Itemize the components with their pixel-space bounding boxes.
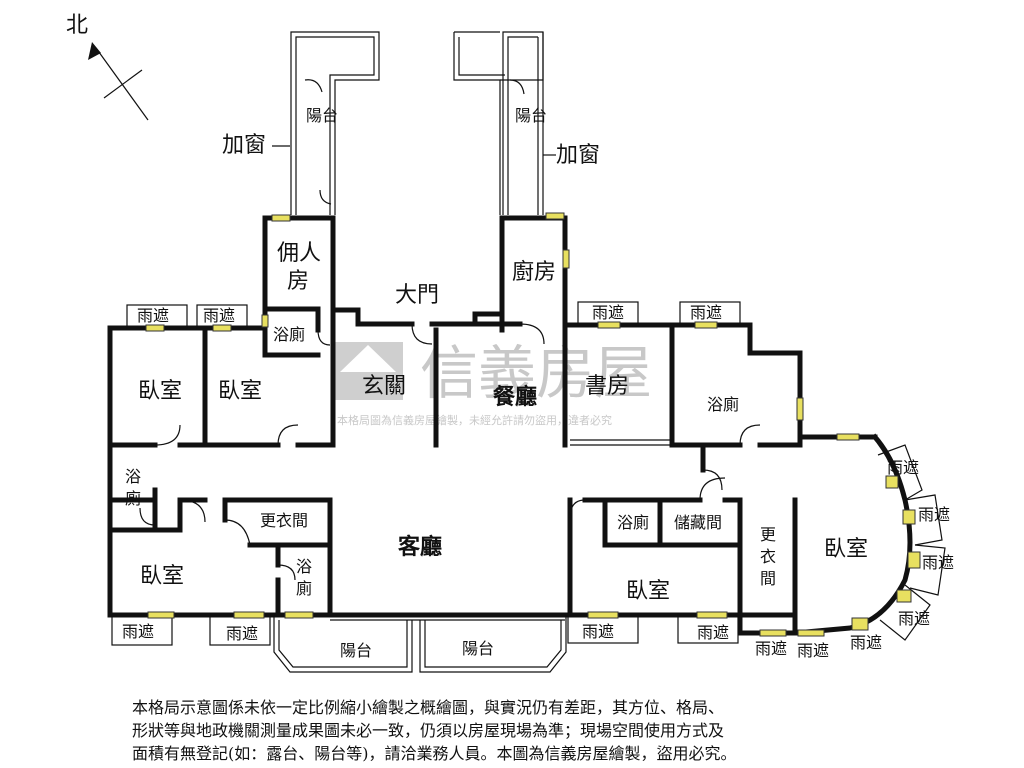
room-labels: 佣人 房 大門 廚房 浴廁 臥室 臥室 玄關 餐廳 書房 浴廁 浴 廁 更衣間 …	[125, 241, 868, 660]
servant-room-label-1: 佣人	[277, 241, 321, 266]
servant-room-label-2: 房	[287, 269, 309, 294]
bedroom-1-label: 臥室	[138, 379, 182, 404]
bath-mid-label-1: 浴	[296, 557, 312, 576]
canopy-label: 雨遮	[226, 624, 258, 643]
balcony-top-right-label: 陽台	[515, 106, 547, 125]
balcony-bottom-1-label: 陽台	[340, 641, 372, 660]
canopy-label: 雨遮	[918, 505, 950, 524]
canopy-label: 雨遮	[697, 623, 729, 642]
walk-in-closet-2-label-1: 更	[760, 525, 776, 544]
walk-in-closet-1-label: 更衣間	[260, 511, 308, 530]
bath-servant-label: 浴廁	[273, 325, 305, 344]
compass: 北	[66, 13, 149, 121]
add-window-right-label: 加窗	[556, 143, 600, 168]
disclaimer: 本格局示意圖係未依一定比例縮小繪製之概繪圖，與實況仍有差距，其方位、格局、 形狀…	[132, 696, 912, 765]
watermark-notice: 本格局圖為信義房屋繪製，未經允許請勿盜用，違者必究	[337, 413, 612, 427]
canopy-label: 雨遮	[122, 622, 154, 641]
kitchen-label: 廚房	[512, 260, 556, 285]
walk-in-closet-2-label-2: 衣	[760, 547, 776, 566]
canopy-label: 雨遮	[922, 553, 954, 572]
canopy-label: 雨遮	[582, 622, 614, 641]
study-label: 書房	[585, 374, 629, 399]
canopy-label: 雨遮	[592, 303, 624, 322]
disclaimer-line-3: 面積有無登記(如：露台、陽台等)，請洽業務人員。本圖為信義房屋繪製，盜用必究。	[132, 744, 737, 763]
bedroom-2-label: 臥室	[218, 379, 262, 404]
canopy-label: 雨遮	[203, 306, 235, 325]
canopy-label: 雨遮	[898, 609, 930, 628]
bath-east-label: 浴廁	[707, 395, 739, 414]
canopy-label: 雨遮	[755, 639, 787, 658]
balcony-bottom-outlines	[273, 615, 567, 673]
bath-south-label: 浴廁	[617, 513, 649, 532]
door-swings	[139, 323, 761, 581]
canopy-label: 雨遮	[137, 306, 169, 325]
detail-lines	[328, 439, 672, 621]
storage-label: 儲藏間	[674, 513, 722, 532]
master-bedroom-label: 臥室	[824, 537, 868, 562]
compass-label: 北	[66, 13, 88, 38]
canopy-label: 雨遮	[887, 458, 919, 477]
windows	[145, 212, 921, 637]
balcony-top-left-outline	[290, 31, 380, 215]
canopy-label: 雨遮	[797, 641, 829, 660]
bedroom-3-label: 臥室	[140, 564, 184, 589]
bedroom-4-label: 臥室	[626, 579, 670, 604]
living-room-label: 客廳	[398, 534, 442, 560]
floor-plan: 信義房屋 本格局圖為信義房屋繪製，未經允許請勿盜用，違者必究 北 陽台 陽台 加…	[66, 13, 954, 673]
disclaimer-line-2: 形狀等與地政機關測量成果圖未必一致，仍須以房屋現場為準；現場空間使用方式及	[132, 721, 725, 740]
canopy-labels: 雨遮 雨遮 雨遮 雨遮 雨遮 雨遮 雨遮 雨遮 雨遮 雨遮 雨遮 雨遮 雨遮 雨…	[122, 303, 954, 660]
balcony-top-left-label-1: 陽台	[306, 106, 338, 125]
compass-cross-line	[103, 69, 143, 99]
bath-mid-label-2: 廁	[296, 579, 312, 598]
north-arrow-icon	[88, 42, 101, 60]
disclaimer-line-1: 本格局示意圖係未依一定比例縮小繪製之概繪圖，與實況仍有差距，其方位、格局、	[132, 698, 725, 717]
canopy-label: 雨遮	[690, 303, 722, 322]
main-door-label: 大門	[395, 283, 439, 308]
bath-west-label-2: 廁	[125, 489, 141, 508]
foyer-label: 玄關	[362, 374, 406, 399]
canopy-label: 雨遮	[850, 633, 882, 652]
watermark: 信義房屋 本格局圖為信義房屋繪製，未經允許請勿盜用，違者必究	[333, 339, 652, 427]
balcony-bottom-2-label: 陽台	[462, 639, 494, 658]
balcony-top-right-outline	[453, 31, 544, 215]
watermark-logo-roof-icon	[340, 345, 396, 372]
watermark-brand: 信義房屋	[420, 339, 652, 407]
bath-west-label-1: 浴	[125, 467, 141, 486]
walk-in-closet-2-label-3: 間	[760, 569, 776, 588]
add-window-left-label: 加窗	[222, 133, 266, 158]
dining-label: 餐廳	[493, 384, 537, 410]
